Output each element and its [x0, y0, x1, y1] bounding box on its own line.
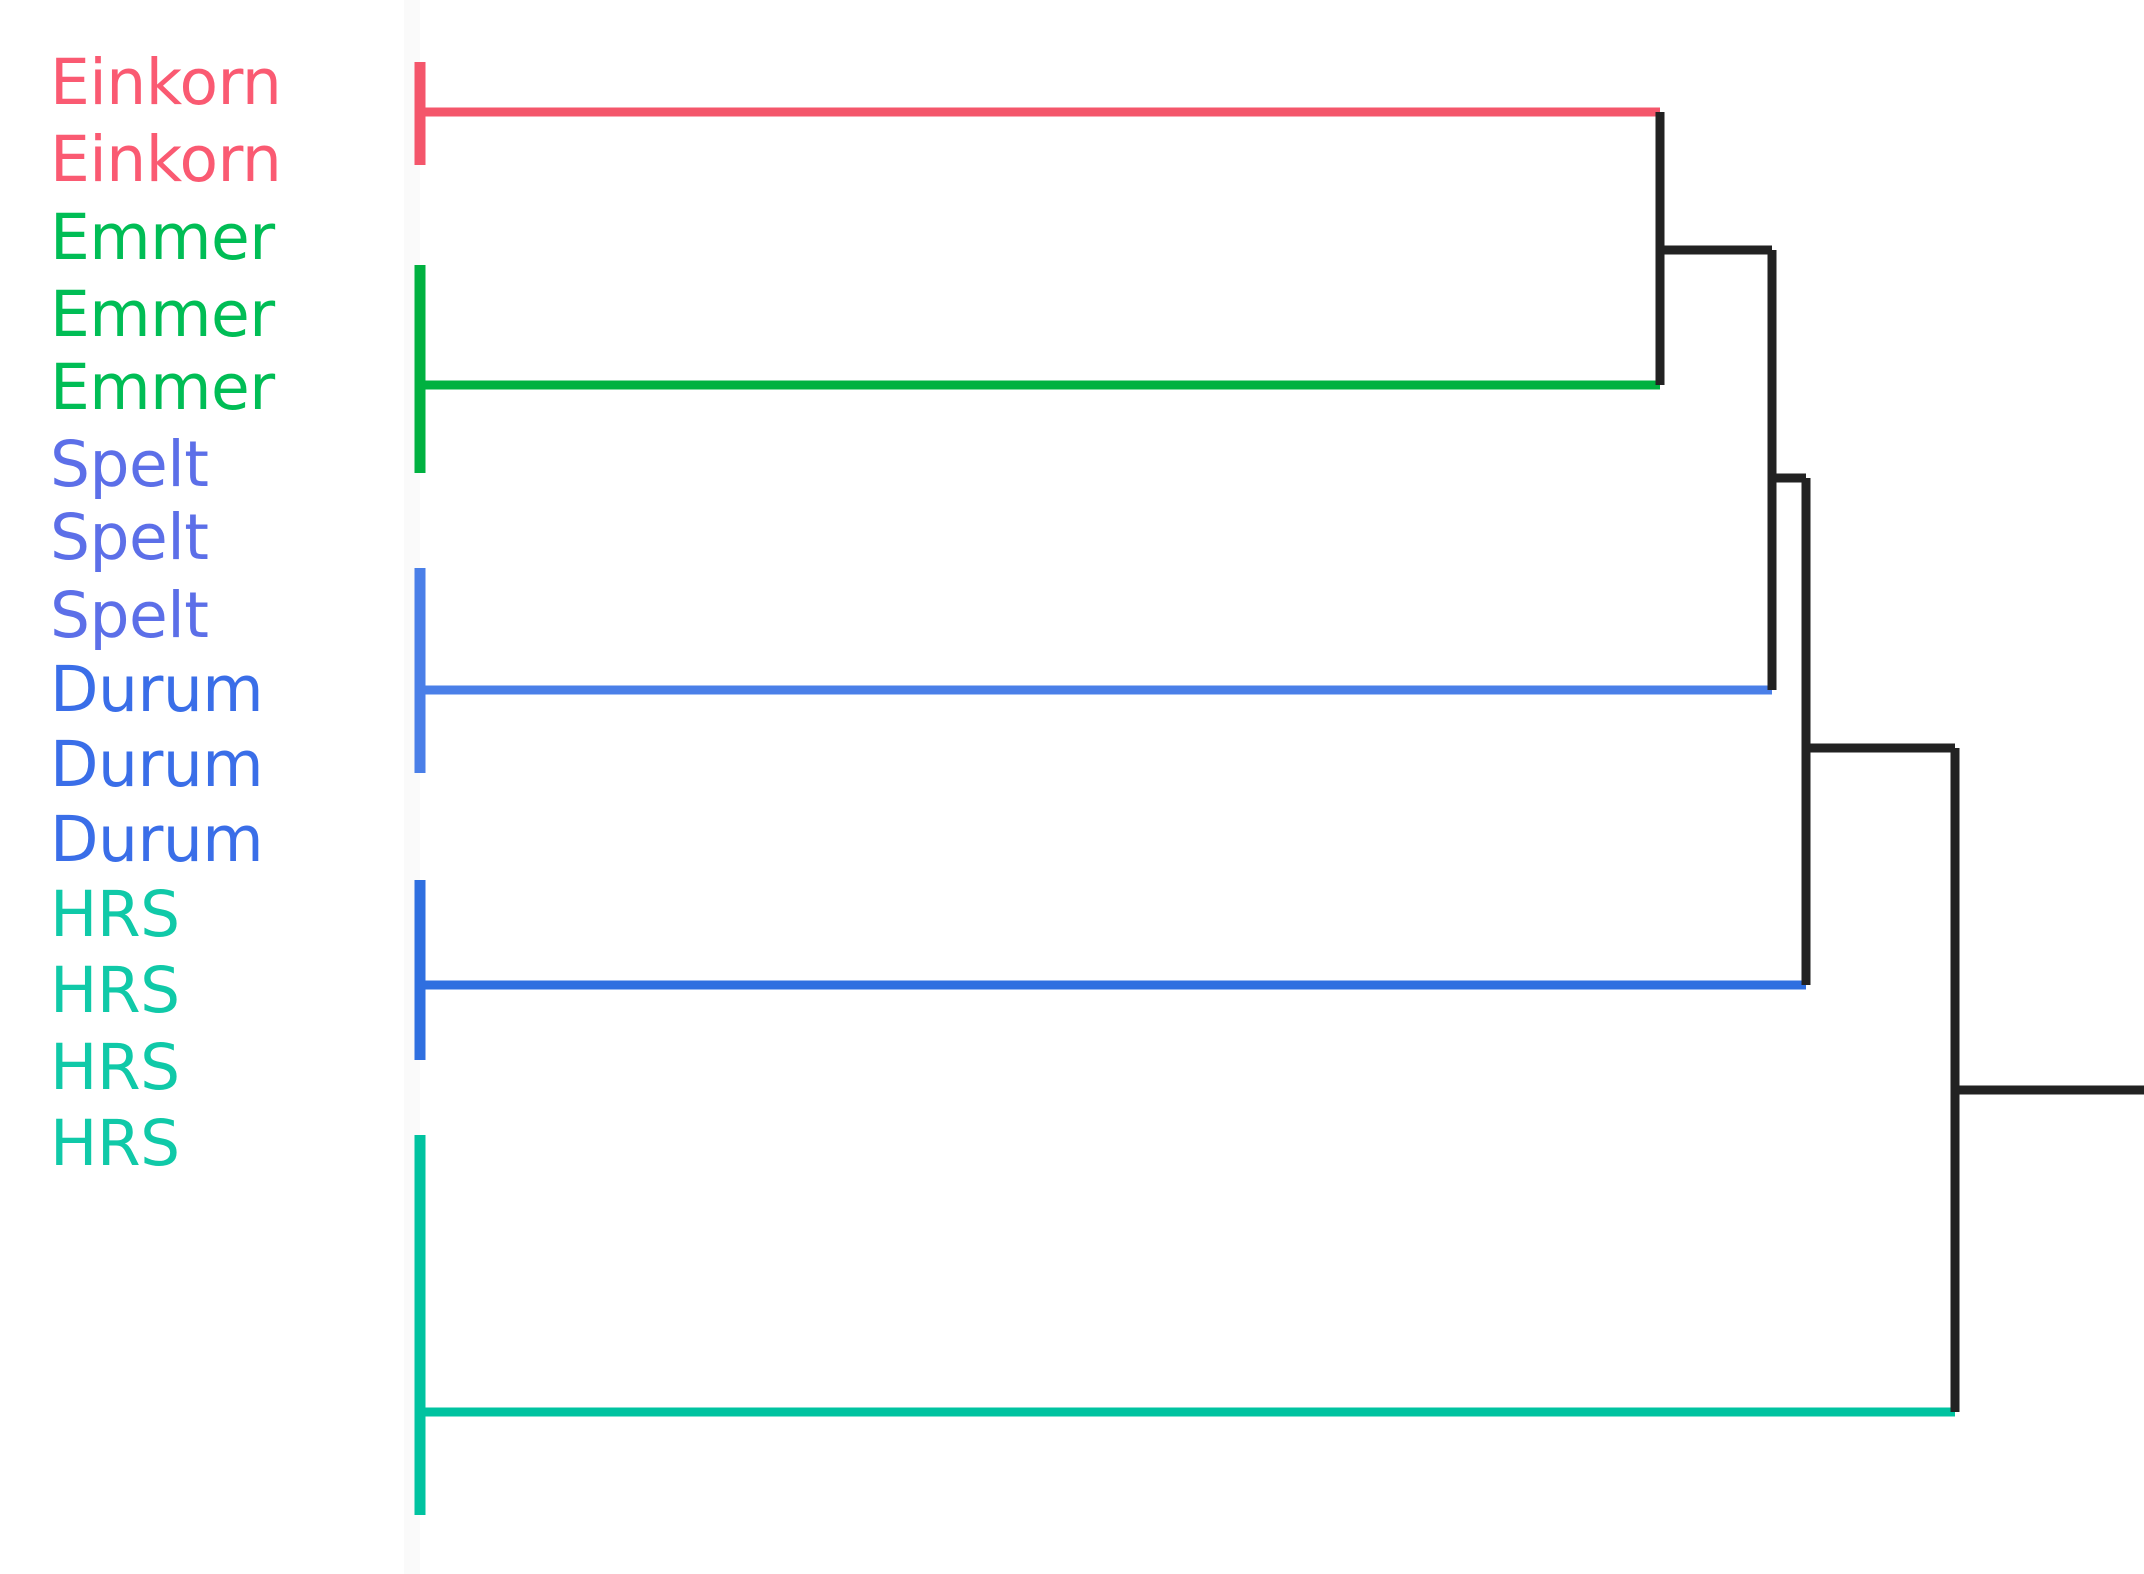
leaf-label-spelt-6: Spelt [50, 501, 209, 574]
leaf-label-emmer-4: Emmer [50, 351, 275, 424]
leaf-label-emmer-3: Emmer [50, 278, 275, 351]
leaf-label-einkorn-1: Einkorn [50, 123, 282, 196]
leaf-label-einkorn-0: Einkorn [50, 46, 282, 119]
leaf-label-hrs-12: HRS [50, 954, 180, 1027]
leaf-label-durum-8: Durum [50, 653, 264, 726]
leaf-label-hrs-11: HRS [50, 878, 180, 951]
leaf-label-hrs-13: HRS [50, 1031, 180, 1104]
leaf-label-spelt-7: Spelt [50, 579, 209, 652]
leaf-label-emmer-2: Emmer [50, 201, 275, 274]
leaf-label-durum-9: Durum [50, 728, 264, 801]
leaf-label-durum-10: Durum [50, 803, 264, 876]
merge-links [1655, 112, 2144, 1412]
cluster-brackets [414, 62, 1955, 1515]
leaf-label-hrs-14: HRS [50, 1107, 180, 1180]
leaf-label-spelt-5: Spelt [50, 428, 209, 501]
